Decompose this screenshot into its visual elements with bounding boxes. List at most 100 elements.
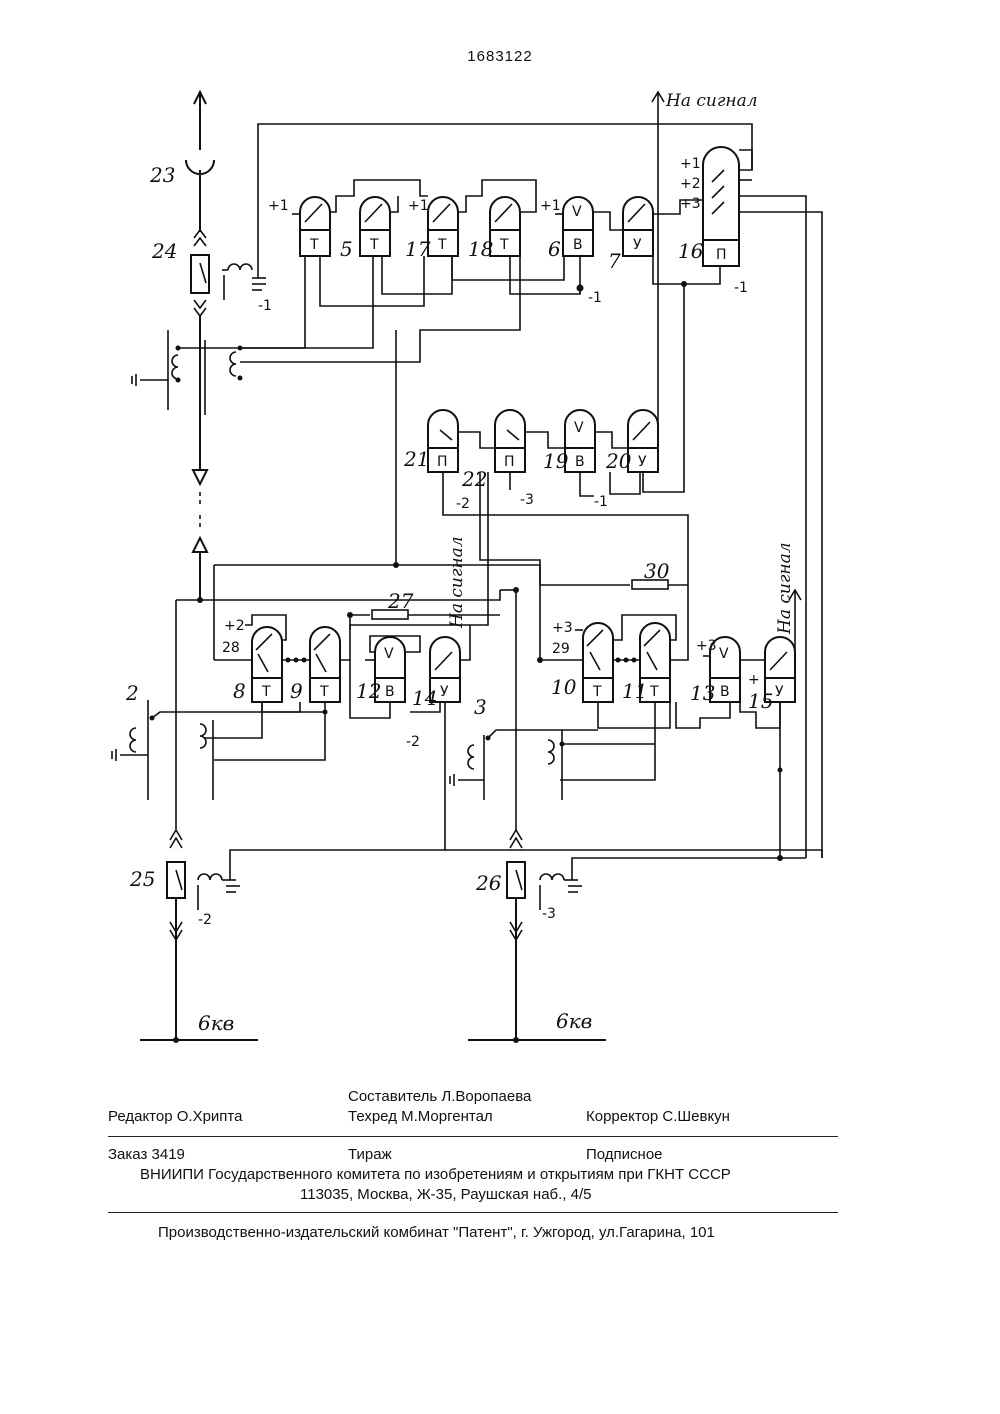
- relay-18: Т: [490, 197, 520, 256]
- label-20: 20: [605, 449, 632, 473]
- label-30: 30: [644, 559, 670, 583]
- label-16: 16: [678, 239, 704, 263]
- label-26: 26: [475, 871, 502, 895]
- address: 113035, Москва, Ж-35, Раушская наб., 4/5: [300, 1186, 592, 1203]
- label-19: 19: [543, 449, 569, 473]
- printer: Производственно-издательский комбинат "П…: [158, 1224, 715, 1241]
- signal-label-top: На сигнал: [665, 91, 758, 111]
- subscription: Подписное: [586, 1146, 663, 1163]
- label-2: 2: [125, 681, 139, 705]
- label-11: 11: [622, 679, 647, 703]
- relay-5a-type: Т: [309, 237, 319, 253]
- pol-minus3-a: -3: [520, 492, 534, 508]
- relay-11-type: Т: [649, 684, 659, 700]
- editor: Редактор О.Хрипта: [108, 1108, 242, 1125]
- pol-minus1-b: -1: [588, 290, 602, 306]
- relay-13-type: В: [720, 684, 730, 700]
- polarity-labels: +1 +1 +1 +1 +2 +3 -1 -1 -1 -2 -3 -1 +2 +…: [198, 156, 760, 928]
- pol-plus3-c: +3: [696, 638, 717, 654]
- pol-minus2-b: -2: [406, 734, 420, 750]
- relay-22: П: [495, 410, 525, 472]
- label-10: 10: [551, 675, 577, 699]
- relay-7: У: [623, 197, 653, 256]
- relay-21: П: [428, 410, 458, 472]
- pol-plus1-b: +1: [408, 198, 429, 214]
- relay-8-type: Т: [261, 684, 271, 700]
- relay-6-type: В: [573, 237, 583, 253]
- pol-plus: +: [748, 672, 760, 688]
- label-27: 27: [387, 589, 414, 613]
- bus-label-left: 6кв: [198, 1011, 234, 1035]
- label-6: 6: [548, 237, 561, 261]
- svg-text:V: V: [719, 646, 729, 662]
- pol-plus3: +3: [680, 196, 701, 212]
- svg-text:V: V: [384, 646, 394, 662]
- pol-plus3-b: +3: [552, 620, 573, 636]
- relay-22-type: П: [504, 454, 515, 470]
- signal-label-middle: На сигнал: [447, 536, 467, 629]
- relay-17-type: Т: [437, 237, 447, 253]
- relay-17: Т: [428, 197, 458, 256]
- signal-label-right: На сигнал: [775, 542, 795, 635]
- label-9: 9: [290, 679, 303, 703]
- pol-minus3-b: -3: [542, 906, 556, 922]
- pol-minus1-c: -1: [734, 280, 748, 296]
- svg-text:V: V: [574, 420, 584, 436]
- label-5: 5: [340, 237, 353, 261]
- relay-5a: Т: [300, 197, 330, 256]
- pol-plus2: +2: [680, 176, 701, 192]
- feeder-line-main: [186, 92, 214, 600]
- label-29: 29: [552, 641, 570, 657]
- label-21: 21: [403, 447, 429, 471]
- relay-7-type: У: [633, 237, 642, 253]
- label-7: 7: [608, 249, 621, 273]
- label-17: 17: [405, 237, 431, 261]
- relay-5b-type: Т: [369, 237, 379, 253]
- label-12: 12: [356, 679, 381, 703]
- label-15: 15: [748, 689, 773, 713]
- pol-plus1-c: +1: [540, 198, 561, 214]
- circulation: Тираж: [348, 1146, 392, 1163]
- bottom-breakers: [140, 830, 822, 1043]
- divider-2: [108, 1212, 838, 1213]
- relay-8: Т: [252, 627, 282, 702]
- breaker-25: [167, 862, 185, 898]
- component-labels: 23 24 5 17 18 6 7 16 21 22 19 20 27 28 2…: [125, 163, 773, 895]
- label-8: 8: [233, 679, 246, 703]
- label-28: 28: [222, 640, 240, 656]
- label-3: 3: [474, 695, 487, 719]
- pol-minus1-d: -1: [594, 494, 608, 510]
- organization: ВНИИПИ Государственного комитета по изоб…: [140, 1166, 731, 1183]
- pol-minus2-c: -2: [198, 912, 212, 928]
- relay-20: У: [628, 410, 658, 472]
- relay-15-type: У: [775, 684, 784, 700]
- svg-text:V: V: [572, 204, 582, 220]
- label-24: 24: [151, 239, 177, 263]
- relay-9: Т: [310, 627, 340, 702]
- pol-plus1-d: +1: [680, 156, 701, 172]
- relay-16-type: П: [716, 247, 727, 263]
- pol-plus2-b: +2: [224, 618, 245, 634]
- relay-10: Т: [583, 623, 613, 702]
- relay-9-type: Т: [319, 684, 329, 700]
- relay-row-middle: П П V В У: [350, 284, 688, 640]
- pol-minus1-a: -1: [258, 298, 272, 314]
- relay-14-type: У: [440, 684, 449, 700]
- feeder-3-group: Т Т V В У: [450, 580, 801, 861]
- relay-19: V В: [565, 410, 595, 472]
- relay-16: П: [703, 147, 739, 266]
- breaker-24: [191, 255, 209, 293]
- relay-18-type: Т: [499, 237, 509, 253]
- label-22: 22: [461, 467, 487, 491]
- order-number: Заказ 3419: [108, 1146, 185, 1163]
- relay-5b: Т: [360, 197, 390, 256]
- pol-minus2-a: -2: [456, 496, 470, 512]
- breaker-26: [507, 862, 525, 898]
- composer: Составитель Л.Воропаева: [348, 1088, 531, 1105]
- bus-label-right: 6кв: [556, 1009, 592, 1033]
- divider-1: [108, 1136, 838, 1137]
- corrector: Корректор С.Шевкун: [586, 1108, 730, 1125]
- label-14: 14: [412, 686, 437, 710]
- relay-20-type: У: [638, 454, 647, 470]
